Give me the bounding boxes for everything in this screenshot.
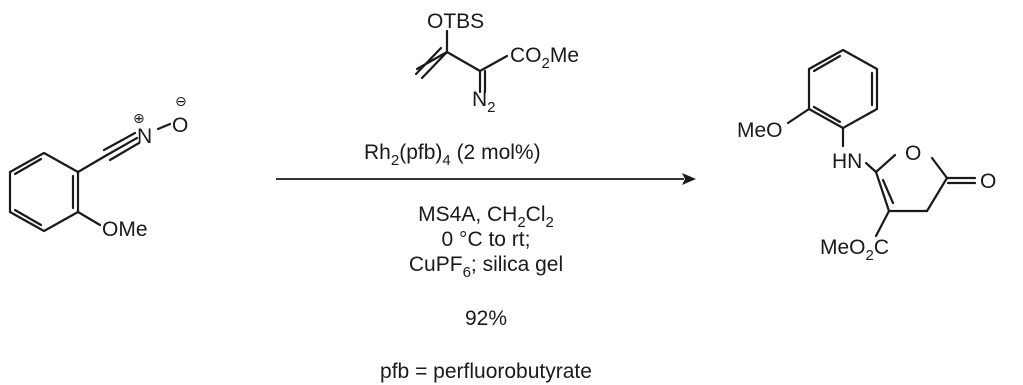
- reagent-structure: OTBS CO2Me N2: [414, 10, 579, 116]
- product-ester-label: MeO2C: [820, 236, 889, 264]
- product-ring-double-bond: [874, 170, 895, 213]
- reactant-methoxy-label: OMe: [102, 218, 148, 241]
- reactant-negative-charge-icon: ⊖: [175, 93, 187, 109]
- reagent-diazo-label: N2: [472, 88, 496, 116]
- reactant-oxygen-label: O: [172, 114, 188, 137]
- conditions-line-1: MS4A, CH2Cl2: [418, 203, 554, 231]
- product-ring-oxygen-label: O: [905, 142, 921, 165]
- reaction-arrow: [276, 173, 696, 185]
- reactant-benzene-ring: [8, 151, 80, 233]
- reagent-bonds: [415, 29, 509, 94]
- reagent-vinyl-double-bond: [414, 46, 449, 80]
- product-structure: MeO HN O O MeO2C: [737, 48, 996, 264]
- yield-label: 92%: [465, 307, 507, 330]
- conditions-line-2: 0 °C to rt;: [442, 228, 531, 251]
- reactant-nitrogen-label: N: [137, 125, 152, 148]
- footnote-label: pfb = perfluorobutyrate: [380, 360, 592, 383]
- reactant-structure: N ⊕ O ⊖ OMe: [8, 93, 188, 241]
- catalyst-label: Rh2(pfb)4 (2 mol%): [364, 141, 541, 169]
- product-methoxy-label: MeO: [737, 119, 783, 142]
- reagent-otbs-label: OTBS: [427, 10, 484, 33]
- reactant-positive-charge-icon: ⊕: [133, 110, 145, 126]
- product-benzene-ring: [807, 48, 879, 130]
- reactant-methoxy-bond: [76, 210, 102, 227]
- conditions-line-3: CuPF6; silica gel: [409, 253, 563, 281]
- product-amine-label: HN: [832, 150, 862, 173]
- reagent-ester-label: CO2Me: [510, 44, 579, 72]
- product-carbonyl-oxygen-label: O: [980, 170, 996, 193]
- reactant-nitrile-oxide-bond: [76, 122, 172, 174]
- product-bonds: [786, 107, 977, 238]
